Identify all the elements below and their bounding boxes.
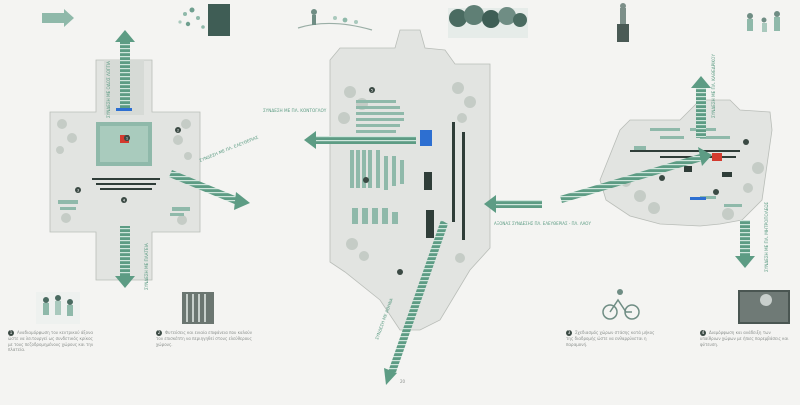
night-photo — [738, 290, 790, 324]
marker-number: 3 — [77, 188, 79, 192]
label-link-north-mid: ΣΥΝΔΕΣΗ ΜΕ ΠΛ. ΚΟΝΤΟΓΛΟΥ — [263, 108, 327, 113]
statue-icon — [617, 3, 629, 42]
note-text: Φυτεύσεις και ενιαία επιφάνεια που καλού… — [156, 330, 252, 347]
page-number: 20 — [400, 379, 406, 384]
label-link-north-right: ΣΥΝΔΕΣΗ ΜΕ ΠΛ. ΚΑΘΕΔΡΙΚΟΥ — [711, 54, 716, 118]
people-icon — [297, 9, 373, 31]
marker-list: 1 2 3 4 5 — [77, 88, 373, 202]
label-link-south-right: ΣΥΝΔΕΣΗ ΜΕ ΠΛ. ΜΗΤΡΟΠΟΛΕΩΣ — [764, 201, 769, 272]
note-marker: 2 — [156, 330, 162, 336]
label-link-axis-mid: ΑΞΟΝΑΣ ΣΥΝΔΕΣΗΣ ΠΛ. ΕΛΕΥΘΕΡΙΑΣ - ΠΛ. ΛΑΟ… — [494, 221, 591, 226]
water-icon — [178, 4, 230, 36]
note-text: Σχεδιασμός χώρων στάσης κατά μήκος της δ… — [566, 330, 655, 347]
note-text: Αναδιαμόρφωση του κεντρικού άξονα ώστε ν… — [8, 330, 94, 352]
arrow-icon — [42, 9, 74, 27]
note-marker: 3 — [566, 330, 572, 336]
marker-number: 2 — [177, 128, 179, 132]
marker-number: 4 — [123, 198, 126, 202]
marker-number: 5 — [371, 88, 373, 92]
note-text: Διαμόρφωση και ανάδειξη των υπαίθριων χώ… — [700, 330, 789, 347]
right-plan — [560, 76, 773, 268]
trees-icon — [448, 5, 528, 38]
people-photo — [36, 292, 80, 324]
family-icon — [747, 11, 780, 32]
note-marker: 1 — [8, 330, 14, 336]
label-link-north-left: ΣΥΝΔΕΣΗ ΜΕ ΟΔΟΣ ΛΟΓΓΙΑ — [106, 61, 111, 118]
left-plan — [49, 30, 250, 288]
marker-number: 1 — [126, 136, 128, 140]
middle-plan — [304, 29, 542, 385]
label-link-south-left: ΣΥΝΔΕΣΗ ΜΕ ΠΛΑΤΕΙΑ — [144, 243, 149, 290]
bicycle-icon — [602, 289, 640, 320]
note-marker: 4 — [700, 330, 706, 336]
forest-photo — [182, 292, 214, 324]
label-link-east-left: ΣΥΝΔΕΣΗ ΜΕ ΠΛ. ΕΛΕΥΘΕΡΙΑΣ — [199, 134, 260, 162]
